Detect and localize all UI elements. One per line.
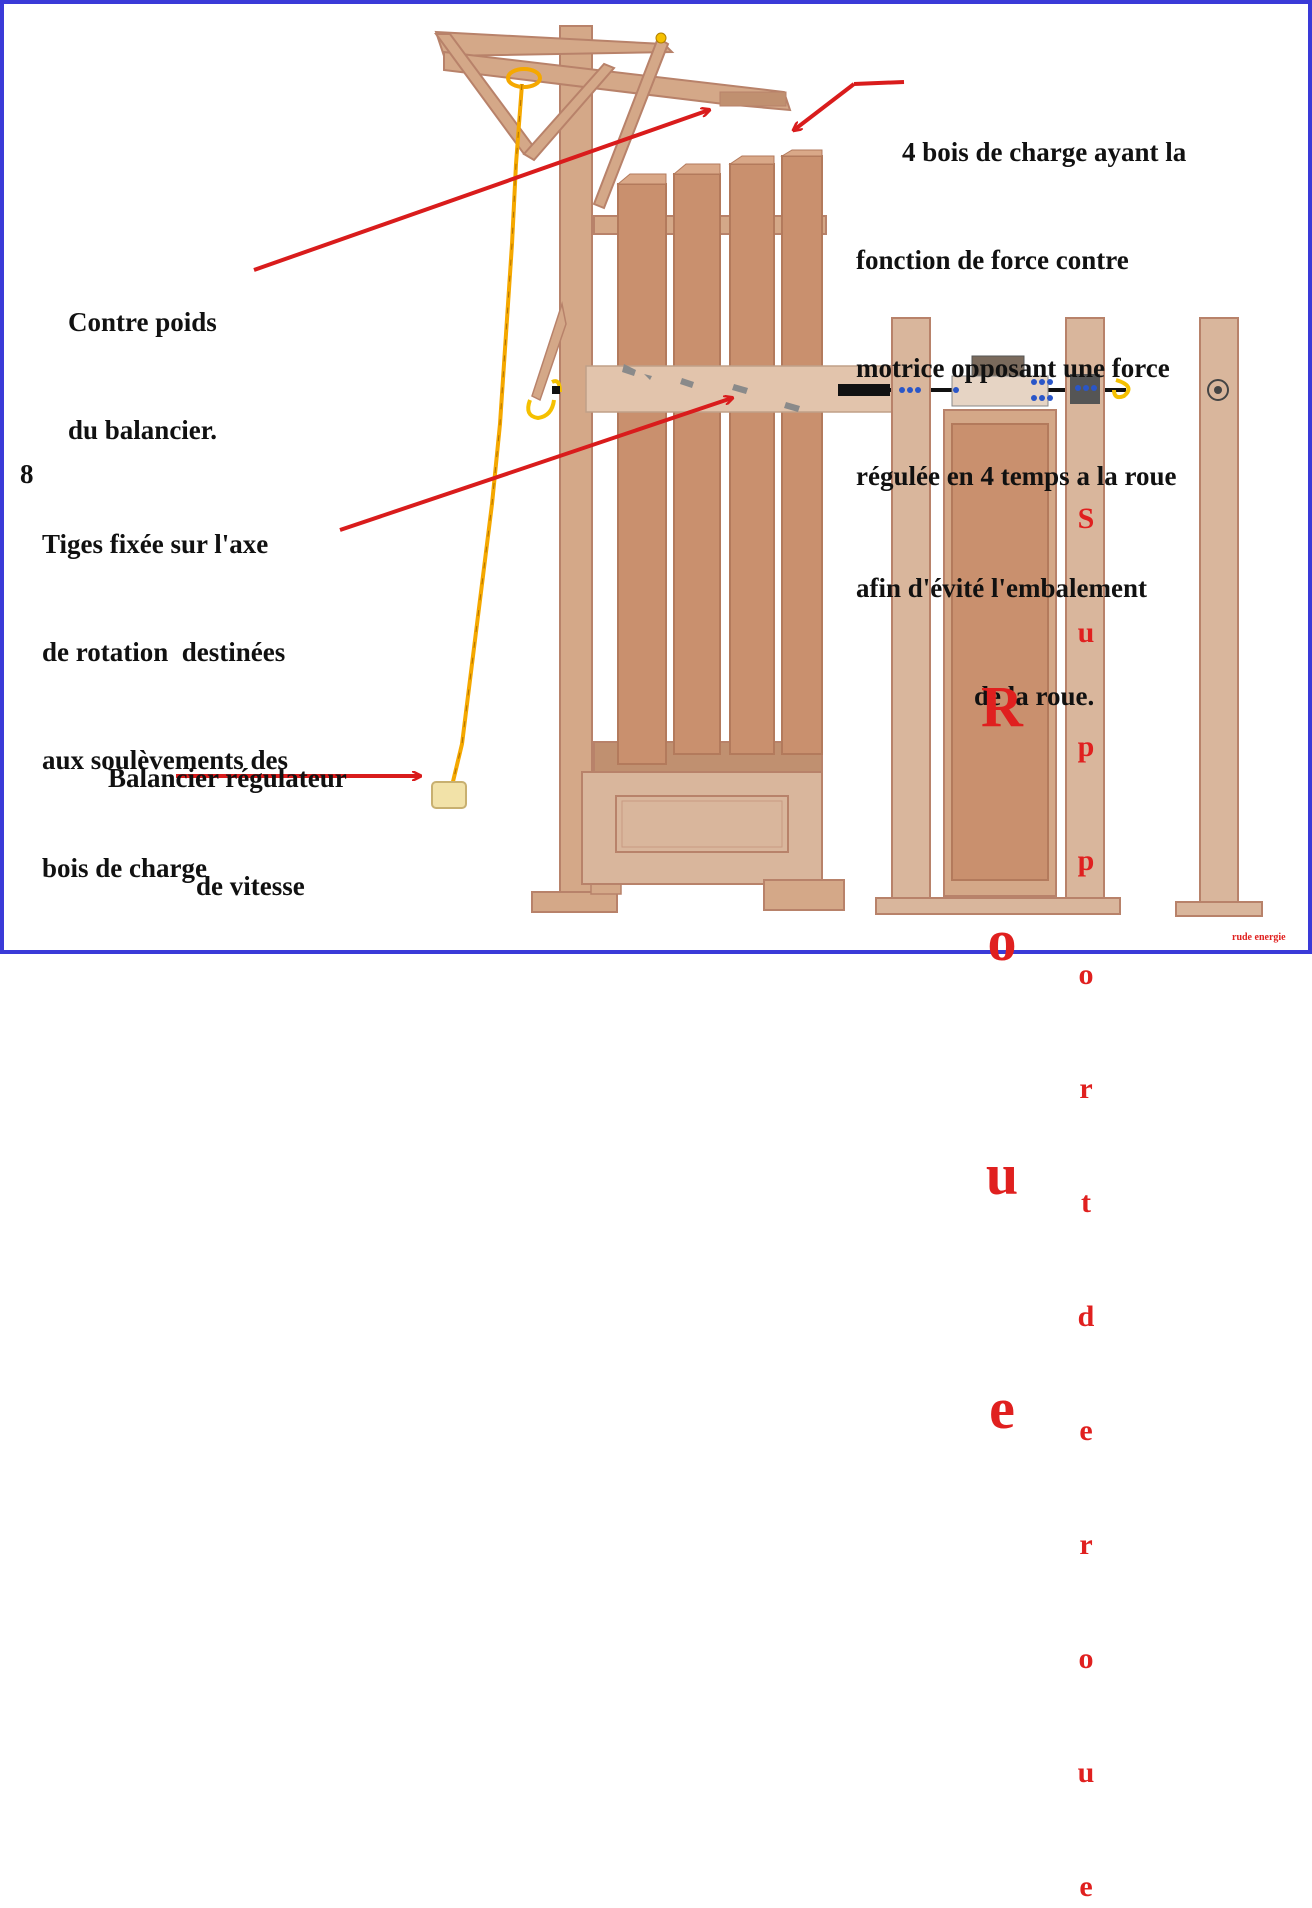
label-pendulum: Balancier régulateur de vitesse — [108, 688, 347, 940]
support-letter: u — [1077, 1756, 1095, 1789]
label-line: Balancier régulateur — [108, 763, 347, 793]
label-wheel: R o u e — [976, 512, 1028, 1526]
support-letter: u — [1077, 616, 1095, 649]
label-line: 4 bois de charge ayant la — [902, 137, 1187, 167]
label-line: aux soulèvements des — [42, 745, 289, 775]
top-beam — [434, 30, 792, 210]
label-line: de rotation destinées — [42, 637, 286, 667]
label-load-woods: 4 bois de charge ayant la fonction de fo… — [856, 62, 1186, 750]
wheel-frame — [875, 317, 1121, 915]
hook-arm — [526, 301, 567, 421]
support-letter: p — [1077, 844, 1095, 877]
label-line: de la roue. — [974, 681, 1095, 711]
label-wheel-support: S u p p o r t d e r o u e — [1072, 424, 1100, 1908]
load-woods — [616, 149, 823, 765]
credit-text: rude energie — [1232, 932, 1286, 943]
label-rods: Tiges fixée sur l'axe de rotation destin… — [42, 454, 288, 922]
wheel-letter: e — [989, 1376, 1015, 1441]
arrow-rods — [339, 398, 732, 532]
support-letter: e — [1079, 1870, 1093, 1903]
label-line: régulée en 4 temps a la roue — [856, 461, 1177, 491]
machine-illustration — [176, 25, 1263, 917]
support-letter: p — [1077, 730, 1095, 763]
wheel-letter: o — [987, 908, 1017, 973]
arrow-load-woods — [794, 82, 856, 130]
right-post — [1175, 317, 1263, 917]
wheel-letter: R — [981, 674, 1023, 739]
label-line: bois de charge — [42, 853, 207, 883]
pendulum-weight — [431, 781, 467, 809]
support-letter: o — [1078, 1642, 1094, 1675]
label-line: afin d'évité l'embalement — [856, 573, 1147, 603]
label-line: de vitesse — [196, 871, 305, 901]
support-letter: r — [1079, 1072, 1093, 1105]
annotation-arrows — [176, 80, 905, 776]
pendulum-rope — [431, 67, 542, 809]
wheel-letter: u — [985, 1142, 1019, 1207]
label-line: motrice opposant une force — [856, 353, 1170, 383]
support-letter: S — [1077, 502, 1095, 535]
support-letter: r — [1079, 1528, 1093, 1561]
support-letter: e — [1079, 1414, 1093, 1447]
mast — [531, 25, 622, 913]
label-counterweight: Contre poids du balancier. — [68, 232, 217, 484]
label-rods-number: 8 — [20, 459, 34, 489]
label-line: fonction de force contre — [856, 245, 1129, 275]
support-letter: t — [1081, 1186, 1091, 1219]
arrow-counterweight — [253, 110, 709, 272]
support-letter: o — [1078, 958, 1094, 991]
label-line: du balancier. — [68, 415, 218, 445]
label-line: Contre poids — [68, 307, 217, 337]
label-line: Tiges fixée sur l'axe — [42, 529, 269, 559]
support-letter: d — [1077, 1300, 1095, 1333]
